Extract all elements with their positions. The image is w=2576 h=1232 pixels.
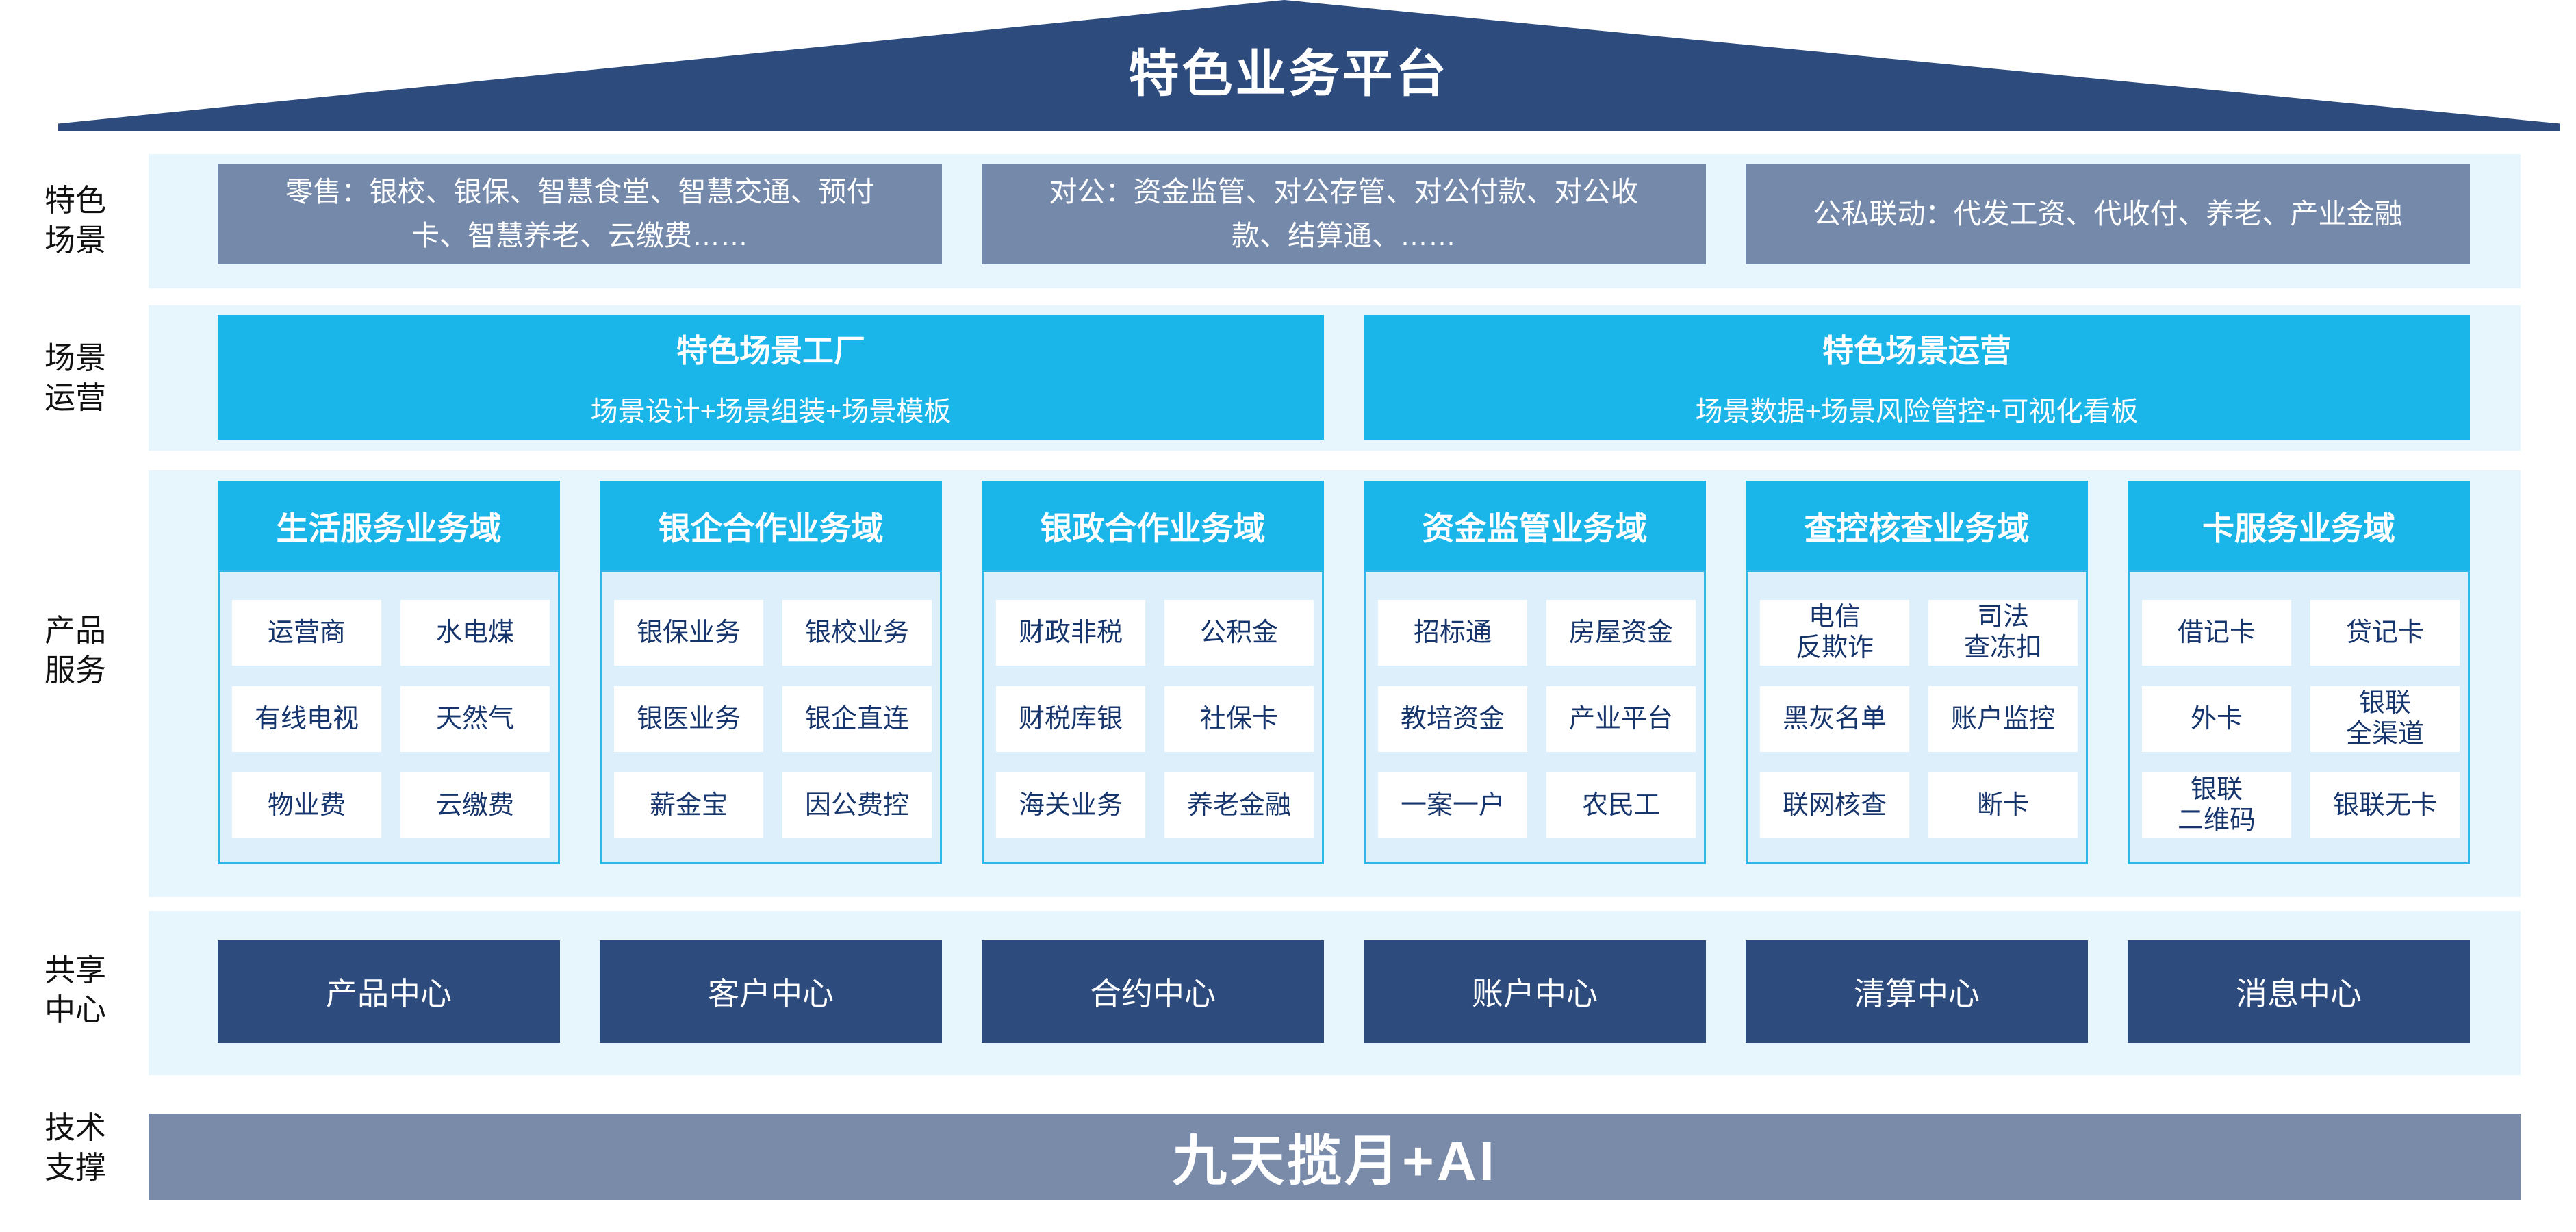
product-cell: 天然气: [400, 686, 550, 752]
domain-body: 招标通 房屋资金 教培资金 产业平台 一案一户 农民工: [1364, 570, 1706, 864]
product-cell: 公积金: [1164, 600, 1314, 666]
scenario-ops-subtitle: 场景数据+场景风险管控+可视化看板: [1695, 397, 2139, 427]
product-cell: 电信 反欺诈: [1760, 600, 1909, 666]
domain-column-bank-enterprise: 银企合作业务域 银保业务 银校业务 银医业务 银企直连 薪金宝 因公费控: [600, 481, 942, 887]
tech-support-label: 九天揽月+AI: [1172, 1131, 1497, 1192]
scenario-box-corporate: 对公：资金监管、对公存管、对公付款、对公收 款、结算通、……: [982, 164, 1706, 264]
product-cell: 云缴费: [400, 772, 550, 838]
scenario-ops-box: 特色场景运营 场景数据+场景风险管控+可视化看板: [1364, 315, 2470, 440]
product-cell: 运营商: [232, 600, 381, 666]
domain-column-inquiry-control: 查控核查业务域 电信 反欺诈 司法 查冻扣 黑灰名单 账户监控 联网核查 断卡: [1746, 481, 2088, 887]
band-scenario-operation: 特色场景工厂 场景设计+场景组装+场景模板 特色场景运营 场景数据+场景风险管控…: [149, 305, 2521, 451]
domain-header: 银企合作业务域: [600, 481, 942, 570]
row-label-shared-centers: 共享 中心: [44, 953, 106, 1027]
product-cell: 银企直连: [782, 686, 932, 752]
scenario-factory-subtitle: 场景设计+场景组装+场景模板: [590, 397, 952, 427]
domain-body: 运营商 水电煤 有线电视 天然气 物业费 云缴费: [218, 570, 560, 864]
product-cell: 外卡: [2142, 686, 2291, 752]
row-label-tech-support: 技术 支撑: [44, 1110, 106, 1185]
product-cell: 教培资金: [1378, 686, 1527, 752]
product-cell: 物业费: [232, 772, 381, 838]
shared-center-clearing: 清算中心: [1746, 940, 2088, 1043]
domain-body: 借记卡 贷记卡 外卡 银联 全渠道 银联 二维码 银联无卡: [2128, 570, 2470, 864]
domain-column-fund-supervision: 资金监管业务域 招标通 房屋资金 教培资金 产业平台 一案一户 农民工: [1364, 481, 1706, 887]
band-shared-centers: 产品中心 客户中心 合约中心 账户中心 清算中心 消息中心: [149, 911, 2521, 1075]
shared-center-product: 产品中心: [218, 940, 560, 1043]
product-cell: 银保业务: [614, 600, 763, 666]
product-cell: 招标通: [1378, 600, 1527, 666]
product-cell: 账户监控: [1928, 686, 2078, 752]
product-cell: 产业平台: [1546, 686, 1696, 752]
product-cell: 财政非税: [996, 600, 1145, 666]
row-label-product-services: 产品 服务: [44, 613, 106, 688]
product-cell: 房屋资金: [1546, 600, 1696, 666]
product-cell: 有线电视: [232, 686, 381, 752]
product-cell: 农民工: [1546, 772, 1696, 838]
product-cell: 养老金融: [1164, 772, 1314, 838]
product-cell: 银医业务: [614, 686, 763, 752]
product-cell: 银联无卡: [2310, 772, 2460, 838]
scenario-box-retail: 零售：银校、银保、智慧食堂、智慧交通、预付 卡、智慧养老、云缴费……: [218, 164, 942, 264]
band-special-scenarios: 零售：银校、银保、智慧食堂、智慧交通、预付 卡、智慧养老、云缴费…… 对公：资金…: [149, 154, 2521, 288]
product-cell: 银联 二维码: [2142, 772, 2291, 838]
domain-body: 财政非税 公积金 财税库银 社保卡 海关业务 养老金融: [982, 570, 1324, 864]
product-cell: 贷记卡: [2310, 600, 2460, 666]
domain-column-life-services: 生活服务业务域 运营商 水电煤 有线电视 天然气 物业费 云缴费: [218, 481, 560, 887]
platform-title: 特色业务平台: [1128, 45, 1449, 102]
domain-header: 资金监管业务域: [1364, 481, 1706, 570]
product-cell: 薪金宝: [614, 772, 763, 838]
product-cell: 水电煤: [400, 600, 550, 666]
band-product-services: 生活服务业务域 运营商 水电煤 有线电视 天然气 物业费 云缴费 银企合作业务域…: [149, 470, 2521, 897]
domain-header: 查控核查业务域: [1746, 481, 2088, 570]
product-cell: 银联 全渠道: [2310, 686, 2460, 752]
product-cell: 因公费控: [782, 772, 932, 838]
row-label-special-scenarios: 特色 场景: [44, 183, 106, 257]
domain-header: 生活服务业务域: [218, 481, 560, 570]
product-cell: 社保卡: [1164, 686, 1314, 752]
scenario-factory-box: 特色场景工厂 场景设计+场景组装+场景模板: [218, 315, 1324, 440]
domain-header: 卡服务业务域: [2128, 481, 2470, 570]
tech-support-bar: 九天揽月+AI: [149, 1114, 2521, 1200]
product-cell: 财税库银: [996, 686, 1145, 752]
product-cell: 借记卡: [2142, 600, 2291, 666]
domain-body: 电信 反欺诈 司法 查冻扣 黑灰名单 账户监控 联网核查 断卡: [1746, 570, 2088, 864]
shared-center-customer: 客户中心: [600, 940, 942, 1043]
scenario-ops-title: 特色场景运营: [1822, 333, 2011, 368]
product-cell: 一案一户: [1378, 772, 1527, 838]
shared-center-contract: 合约中心: [982, 940, 1324, 1043]
scenario-box-public-private-linkage: 公私联动：代发工资、代收付、养老、产业金融: [1746, 164, 2470, 264]
domain-column-bank-government: 银政合作业务域 财政非税 公积金 财税库银 社保卡 海关业务 养老金融: [982, 481, 1324, 887]
domain-header: 银政合作业务域: [982, 481, 1324, 570]
domain-column-card-services: 卡服务业务域 借记卡 贷记卡 外卡 银联 全渠道 银联 二维码 银联无卡: [2128, 481, 2470, 887]
product-cell: 黑灰名单: [1760, 686, 1909, 752]
product-cell: 司法 查冻扣: [1928, 600, 2078, 666]
product-cell: 联网核查: [1760, 772, 1909, 838]
platform-roof: 特色业务平台: [58, 0, 2560, 131]
domain-body: 银保业务 银校业务 银医业务 银企直连 薪金宝 因公费控: [600, 570, 942, 864]
product-cell: 银校业务: [782, 600, 932, 666]
row-label-scenario-operation: 场景 运营: [44, 340, 106, 415]
shared-center-account: 账户中心: [1364, 940, 1706, 1043]
shared-center-message: 消息中心: [2128, 940, 2470, 1043]
product-cell: 断卡: [1928, 772, 2078, 838]
scenario-factory-title: 特色场景工厂: [676, 333, 865, 368]
product-cell: 海关业务: [996, 772, 1145, 838]
